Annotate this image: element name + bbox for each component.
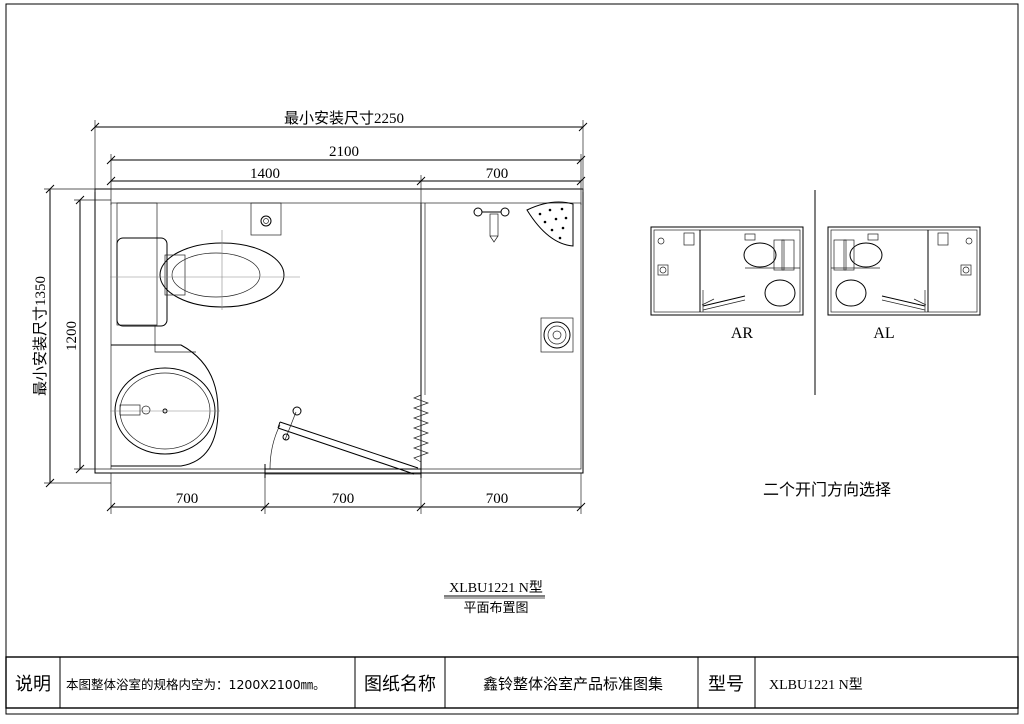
shower-door [277,406,419,475]
dim-bottom-1: 700 [176,491,199,507]
dim-height: 1200 [64,321,80,351]
door-choice-note: 二个开门方向选择 [763,480,891,499]
drawing-name-label: 图纸名称 [364,674,436,695]
dim-min-install-width: 最小安装尺寸2250 [284,110,404,127]
notes-label: 说明 [15,674,51,695]
door-swing-arc [269,424,281,470]
dim-min-install-height: 最小安装尺寸1350 [32,276,49,396]
variant-ar-label: AR [731,325,754,342]
folding-screen [412,394,430,463]
corner-shelf [526,201,574,247]
notes-text: 本图整体浴室的规格内空为：1200X2100㎜。 [66,677,326,692]
dim-bottom-2: 700 [332,491,355,507]
dimension-lines [44,120,588,514]
wash-basin [110,344,220,467]
main-floor-plan [94,188,584,478]
caption-model: XLBU1221 N型 [449,580,543,596]
variant-ar-plan [650,226,804,316]
caption-subtitle: 平面布置图 [463,601,528,616]
model-label: 型号 [708,674,744,695]
shower-mixer-icon [473,207,510,243]
variant-al-plan [827,226,981,316]
shower-drain-icon [540,317,574,353]
sheet-border [5,3,1019,715]
dim-total-width: 2100 [329,144,359,160]
variant-al-label: AL [873,325,894,342]
drawing-name: 鑫铃整体浴室产品标准图集 [483,675,663,693]
model-value: XLBU1221 N型 [769,677,863,693]
dim-right-width: 700 [486,166,509,182]
dim-bottom-3: 700 [486,491,509,507]
outer-wall [94,188,584,474]
floor-drain-icon [250,202,282,236]
toilet-fixture [110,202,300,327]
dim-left-width: 1400 [250,166,280,182]
inner-wall [110,202,582,470]
title-block [5,656,1019,709]
